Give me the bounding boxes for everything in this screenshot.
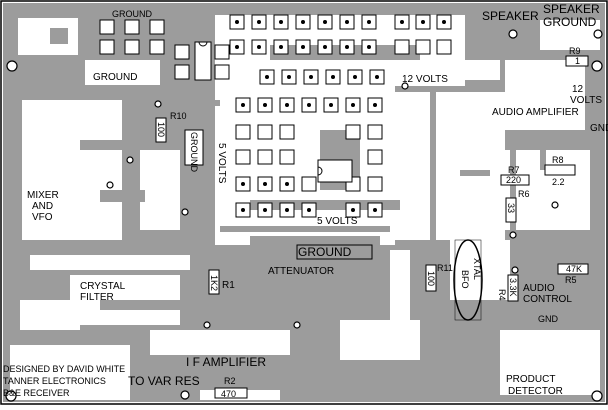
label-r8-value: 2.2 (552, 177, 565, 187)
label-product: PRODUCT (506, 374, 555, 385)
label-r2: R2 (224, 376, 236, 386)
label-r6-value: 33 (506, 203, 516, 213)
label-xtal: XTAL (472, 258, 482, 280)
label-r5: R5 (565, 275, 577, 285)
label-gnd-right: GND (590, 123, 608, 134)
label-r1-value: 1K2 (209, 275, 219, 291)
label-r6: R6 (518, 189, 530, 199)
label-gnd-audio: GND (538, 314, 559, 324)
label-ground-left: GROUND (93, 72, 137, 83)
label-r4: R4 (497, 289, 507, 301)
ic-outlines (194, 41, 353, 183)
label-speaker-ground-2: GROUND (543, 15, 597, 29)
label-r1: R1 (222, 280, 235, 291)
label-attenuator: ATTENUATOR (268, 266, 334, 277)
crystal-frame (454, 239, 482, 321)
label-r7: R7 (508, 165, 520, 175)
label-vfo: VFO (32, 212, 53, 223)
board-labels: GROUND GROUND GROUND GROUND SPEAKER SPEA… (3, 2, 608, 399)
label-r2-value: 470 (221, 389, 236, 399)
label-r5-value: 47K (566, 264, 582, 274)
label-r11: R11 (437, 263, 453, 273)
label-volts-right: VOLTS (570, 95, 602, 106)
label-ground-vert: GROUND (189, 132, 199, 172)
label-ground-mid: GROUND (298, 245, 352, 259)
label-audio: AUDIO (523, 283, 555, 294)
label-to-var-res: TO VAR RES (128, 374, 200, 388)
label-audio-amplifier: AUDIO AMPLIFIER (492, 107, 579, 118)
label-5-volts-vert: 5 VOLTS (216, 143, 227, 184)
label-speaker: SPEAKER (482, 9, 539, 23)
ic-pad-grid (99, 14, 452, 218)
label-be-receiver: B&E RECEIVER (3, 388, 70, 398)
label-r9: R9 (569, 46, 581, 56)
label-r8: R8 (552, 155, 564, 165)
label-r7-value: 220 (506, 175, 521, 185)
label-speaker-ground: SPEAKER (543, 2, 600, 16)
label-12-volts: 12 VOLTS (402, 74, 448, 85)
label-designed-by: DESIGNED BY DAVID WHITE (3, 364, 125, 374)
label-mixer: MIXER (27, 190, 59, 201)
label-ground-top: GROUND (112, 9, 152, 19)
label-r10-value: 100 (156, 122, 166, 137)
label-r11-value: 100 (426, 271, 436, 286)
mounting-holes (5, 29, 603, 402)
label-filter: FILTER (80, 292, 114, 303)
label-if-amplifier: I F AMPLIFIER (186, 355, 266, 369)
label-tanner: TANNER ELECTRONICS (3, 376, 106, 386)
label-control: CONTROL (523, 294, 572, 305)
label-r10: R10 (170, 111, 187, 121)
label-5-volts: 5 VOLTS (317, 216, 358, 227)
resistor-bodies (155, 55, 589, 399)
label-crystal: CRYSTAL (80, 281, 126, 292)
label-r9-value: 1 (575, 56, 580, 66)
label-detector: DETECTOR (508, 386, 563, 397)
label-12-right: 12 (572, 84, 584, 95)
label-and: AND (32, 201, 53, 212)
label-r4-value: 3.3K (508, 278, 518, 297)
label-bfo: BFO (460, 270, 470, 289)
